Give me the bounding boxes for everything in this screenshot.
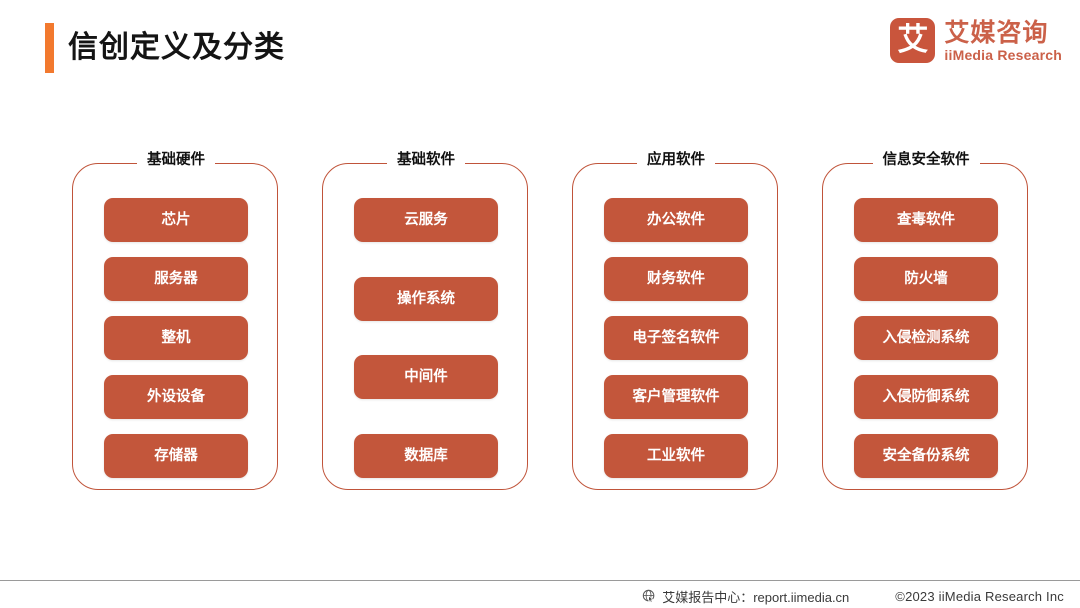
page-header: 信创定义及分类 艾 艾媒咨询 iiMedia Research: [0, 0, 1080, 100]
list-item[interactable]: 中间件: [354, 355, 498, 400]
list-item[interactable]: 安全备份系统: [854, 434, 998, 478]
logo-mark-icon: 艾: [890, 18, 936, 63]
category-item-list: 办公软件 财务软件 电子签名软件 客户管理软件 工业软件: [604, 198, 748, 478]
list-item[interactable]: 工业软件: [604, 434, 748, 478]
footer-report-center: 艾媒报告中心：report.iimedia.cn: [642, 587, 849, 606]
list-item[interactable]: 服务器: [104, 257, 248, 301]
list-item[interactable]: 入侵检测系统: [854, 316, 998, 360]
category-heading: 基础软件: [322, 139, 530, 170]
category-heading: 应用软件: [572, 139, 780, 170]
list-item[interactable]: 整机: [104, 316, 248, 360]
category-heading-label: 信息安全软件: [872, 152, 980, 168]
list-item[interactable]: 防火墙: [854, 257, 998, 301]
logo-name-cn: 艾媒咨询: [944, 18, 1049, 47]
list-item[interactable]: 查毒软件: [854, 198, 998, 242]
category-column-basic-hardware: 基础硬件 芯片 服务器 整机 外设设备 存储器: [72, 139, 280, 492]
footer-divider: [0, 580, 1080, 581]
list-item[interactable]: 外设设备: [104, 375, 248, 419]
list-item[interactable]: 入侵防御系统: [854, 375, 998, 419]
category-heading: 信息安全软件: [822, 139, 1030, 170]
category-heading-label: 基础软件: [387, 152, 465, 168]
list-item[interactable]: 存储器: [104, 434, 248, 478]
list-item[interactable]: 财务软件: [604, 257, 748, 301]
list-item[interactable]: 客户管理软件: [604, 375, 748, 419]
page-title: 信创定义及分类: [68, 31, 285, 64]
classification-diagram: 基础硬件 芯片 服务器 整机 外设设备 存储器 基础软件 云服务 操作系统 中间…: [0, 139, 1080, 495]
category-item-list: 芯片 服务器 整机 外设设备 存储器: [104, 198, 248, 478]
category-heading-label: 基础硬件: [137, 152, 215, 168]
list-item[interactable]: 云服务: [354, 198, 498, 242]
list-item[interactable]: 数据库: [354, 433, 498, 478]
category-column-application-software: 应用软件 办公软件 财务软件 电子签名软件 客户管理软件 工业软件: [572, 139, 780, 492]
brand-logo: 艾 艾媒咨询 iiMedia Research: [890, 18, 1062, 63]
list-item[interactable]: 芯片: [104, 198, 248, 242]
logo-text: 艾媒咨询 iiMedia Research: [944, 19, 1062, 63]
footer-report-center-text: 艾媒报告中心：report.iimedia.cn: [662, 590, 850, 605]
page-footer: 艾媒报告中心：report.iimedia.cn ©2023 iiMedia R…: [0, 585, 1080, 608]
category-column-basic-software: 基础软件 云服务 操作系统 中间件 数据库: [322, 139, 530, 492]
list-item[interactable]: 电子签名软件: [604, 316, 748, 360]
footer-copyright: ©2023 iiMedia Research Inc: [895, 589, 1064, 604]
category-item-list: 查毒软件 防火墙 入侵检测系统 入侵防御系统 安全备份系统: [854, 198, 998, 478]
category-column-information-security-software: 信息安全软件 查毒软件 防火墙 入侵检测系统 入侵防御系统 安全备份系统: [822, 139, 1030, 492]
category-heading-label: 应用软件: [637, 152, 715, 168]
list-item[interactable]: 办公软件: [604, 198, 748, 242]
title-accent-bar: [45, 23, 54, 73]
logo-name-en: iiMedia Research: [944, 46, 1062, 63]
category-heading: 基础硬件: [72, 139, 280, 170]
globe-cursor-icon: [642, 589, 657, 604]
category-item-list: 云服务 操作系统 中间件 数据库: [354, 198, 498, 478]
list-item[interactable]: 操作系统: [354, 276, 498, 321]
